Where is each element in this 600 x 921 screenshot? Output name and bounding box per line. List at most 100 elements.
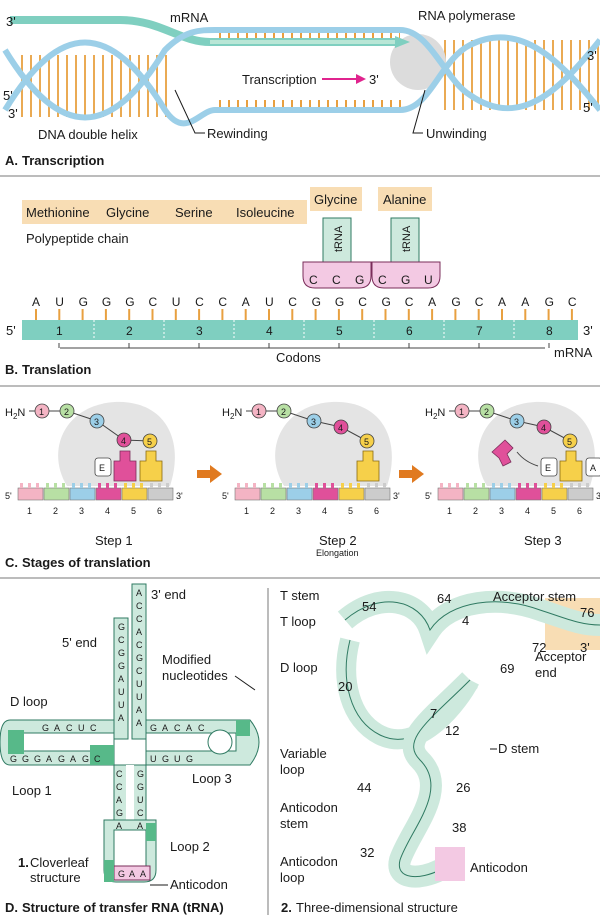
codon-number: 7 <box>476 324 483 338</box>
mrna-base: G <box>382 295 391 309</box>
acceptor-base-2: U <box>118 687 125 697</box>
label-dna-double-helix: DNA double helix <box>38 127 138 142</box>
amino-acid-bead <box>251 403 267 419</box>
c-end-3: 3' <box>596 491 600 501</box>
acceptor-base-2: C <box>118 635 125 645</box>
ac1-base-3: G <box>355 273 364 287</box>
ac-stem-base: G <box>116 808 123 818</box>
ac-stem-base-2: C <box>137 808 144 818</box>
trna2-aa-label: Alanine <box>383 192 426 207</box>
mrna-base: C <box>405 295 414 309</box>
mrna-base: C <box>149 295 158 309</box>
ac2-base-1: C <box>378 273 387 287</box>
mrna-base: G <box>451 295 460 309</box>
label-modified-2: nucleotides <box>162 668 228 683</box>
bead-number: 2 <box>64 407 69 417</box>
label-anticodon: Anticodon <box>170 877 228 892</box>
ac1-base-1: C <box>309 273 318 287</box>
ac2-base-2: G <box>401 273 410 287</box>
bead-number: 2 <box>281 407 286 417</box>
bead-number: 4 <box>121 436 126 446</box>
label-acceptor-end: Acceptor <box>535 649 587 664</box>
mrna-position: 6 <box>577 506 582 516</box>
d-loop-base: G <box>34 754 41 764</box>
label-3-end: 3' end <box>151 587 186 602</box>
d-stem-base: C <box>90 723 97 733</box>
mrna-base: G <box>545 295 554 309</box>
residue-number: 38 <box>452 820 466 835</box>
mrna-base: A <box>428 295 436 309</box>
dna-strand-1 <box>2 34 600 127</box>
c-end-5: 5' <box>222 491 229 501</box>
label-variable-2: loop <box>280 762 305 777</box>
residue-number: 69 <box>500 661 514 676</box>
mrna-position: 4 <box>322 506 327 516</box>
residue-number: 20 <box>338 679 352 694</box>
ac1-base-2: C <box>332 273 341 287</box>
trna1-aa-label: Glycine <box>314 192 357 207</box>
mrna-position: 1 <box>447 506 452 516</box>
label-ac-loop-2: loop <box>280 870 305 885</box>
acceptor-base: C <box>136 640 143 650</box>
bead-number: 1 <box>459 407 464 417</box>
label-d-loop: D loop <box>10 694 48 709</box>
label-unwinding: Unwinding <box>426 126 487 141</box>
d-stem-base: A <box>54 723 60 733</box>
amino-acid-bead <box>276 403 292 419</box>
amino-acid-bead <box>509 413 525 429</box>
codon-number: 8 <box>546 324 553 338</box>
acceptor-base-2: G <box>118 622 125 632</box>
codon-number: 5 <box>336 324 343 338</box>
section-b-title: Translation <box>22 362 91 377</box>
section-a-letter: A. <box>5 153 18 168</box>
t-stem-base-2: U <box>150 754 157 764</box>
mrna-base: C <box>475 295 484 309</box>
bead-number: 5 <box>364 437 369 447</box>
amino-acid-bead <box>34 403 50 419</box>
step-1-label: Step 1 <box>95 533 133 548</box>
section-d-title: Structure of transfer RNA (tRNA) <box>22 900 224 915</box>
h2n-label: H2N <box>222 407 242 421</box>
label-acceptor-stem: Acceptor stem <box>493 589 576 604</box>
mrna-base: U <box>265 295 274 309</box>
mrna-base: U <box>55 295 64 309</box>
b-end-5: 5' <box>6 323 16 338</box>
ac-stem-base: C <box>116 769 123 779</box>
codon-number: 2 <box>126 324 133 338</box>
c-end-3: 3' <box>176 491 183 501</box>
three-d-num: 2. <box>281 900 292 915</box>
label-d-stem: D stem <box>498 741 539 756</box>
anticodon-base: G <box>118 869 125 879</box>
mrna-position: 2 <box>270 506 275 516</box>
bead-number: 3 <box>514 417 519 427</box>
label-loop-1: Loop 1 <box>12 783 52 798</box>
mrna-base: A <box>521 295 529 309</box>
mrna-position: 6 <box>157 506 162 516</box>
mrna-base: A <box>32 295 40 309</box>
residue-number: 54 <box>362 599 376 614</box>
d-stem-base: U <box>78 723 85 733</box>
dna-strand-2 <box>2 27 600 121</box>
label-loop-3: Loop 3 <box>192 771 232 786</box>
acceptor-base: G <box>136 653 143 663</box>
t-stem-base: C <box>174 723 181 733</box>
c-end-3: 3' <box>393 491 400 501</box>
anticodon-base: A <box>140 869 146 879</box>
mrna-position: 2 <box>473 506 478 516</box>
residue-number: 64 <box>437 591 451 606</box>
d-loop-base: G <box>10 754 17 764</box>
label-modified: Modified <box>162 652 211 667</box>
mrna-position: 1 <box>27 506 32 516</box>
cloverleaf-caption-1: Cloverleaf <box>30 855 89 870</box>
residue-number: 4 <box>462 613 469 628</box>
ac-stem-base-2: G <box>137 769 144 779</box>
codon-number: 6 <box>406 324 413 338</box>
h2n-label: H2N <box>425 407 445 421</box>
amino-acid-bead <box>359 433 375 449</box>
amino-acid-bead <box>59 403 75 419</box>
t-stem-base: A <box>186 723 192 733</box>
trna-glycine: Glycine tRNA C C G <box>302 187 372 289</box>
codon-ticks <box>58 343 550 348</box>
